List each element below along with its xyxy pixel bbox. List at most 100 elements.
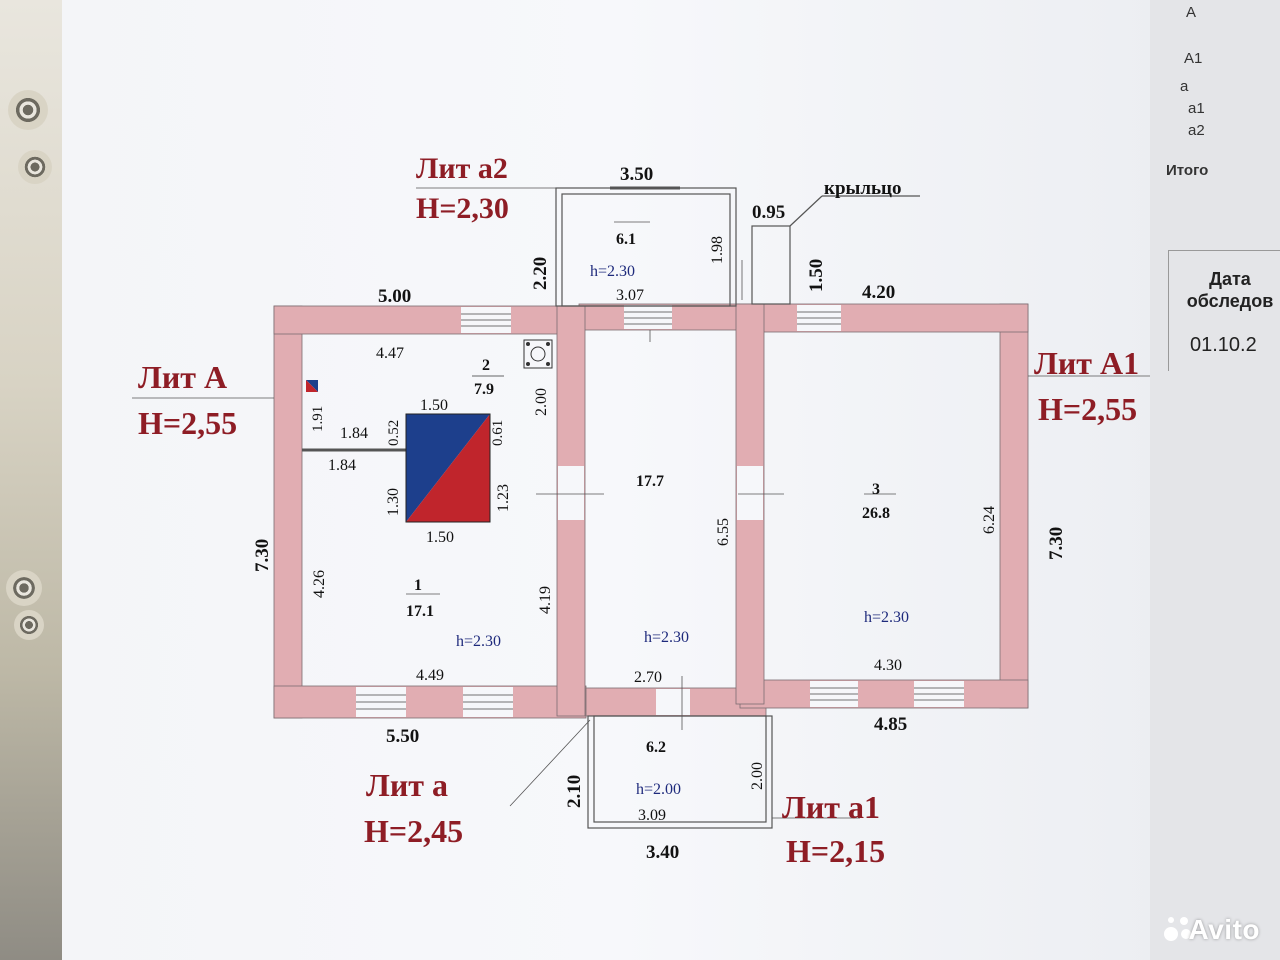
- room-61-width: 3.07: [616, 287, 644, 304]
- dimension-lines: [406, 221, 896, 730]
- stove-top-dim: 1.50: [420, 397, 448, 414]
- paper-sheet: [62, 0, 1172, 960]
- dim-right-A1: 7.30: [1046, 527, 1067, 560]
- cloth-flower: [6, 570, 42, 606]
- avito-logo-icon: [1164, 917, 1191, 941]
- lit-A-name: Лит А: [138, 359, 227, 395]
- date-cell: [1168, 250, 1280, 371]
- room-2-dim-184a: 1.84: [340, 425, 368, 442]
- stove-right-dim: 1.23: [495, 484, 512, 512]
- stove-bottom-dim: 1.50: [426, 529, 454, 546]
- room-3-height: h=2.30: [864, 609, 909, 626]
- cloth-flower: [14, 610, 44, 640]
- vent-icon: [306, 380, 318, 392]
- wall-bottom-A1: [739, 679, 1029, 709]
- veranda-a1: [587, 715, 773, 829]
- veranda-a1-inner: [593, 715, 767, 823]
- dim-left-a1: 2.10: [564, 775, 585, 808]
- side-row: а2: [1188, 122, 1205, 139]
- room-62-height: h=2.00: [636, 781, 681, 798]
- veranda-a1-outline: [587, 715, 773, 829]
- room-3-width: 4.30: [874, 657, 902, 674]
- leader-lines: [132, 187, 1150, 819]
- door-gap: [737, 466, 763, 520]
- date-value: 01.10.2: [1190, 334, 1257, 356]
- side-sheet: [1150, 0, 1280, 960]
- room-2-dim-191: 1.91: [310, 406, 326, 432]
- lit-a2-name: Лит а2: [416, 152, 508, 185]
- room-2-area: 7.9: [474, 381, 494, 398]
- room-2-dim-184b: 1.84: [328, 457, 356, 474]
- room-2-height-dim: 2.00: [533, 388, 550, 416]
- dim-bottom-A: 5.50: [386, 726, 419, 747]
- room-61-height-dim: 1.98: [709, 236, 726, 264]
- date-label: Дата обследов: [1186, 269, 1274, 311]
- room-1-height-left: 4.26: [311, 570, 328, 598]
- door-gap: [656, 689, 690, 715]
- room-62-area: 6.2: [646, 739, 666, 756]
- room-2-number: 2: [482, 357, 490, 374]
- room-1-area: 17.1: [406, 603, 434, 620]
- room-1-width: 4.49: [416, 667, 444, 684]
- room-2-width: 4.47: [376, 345, 404, 362]
- room-3-number: 3: [872, 481, 880, 498]
- dim-porch-depth: 1.50: [806, 259, 827, 292]
- lit-A-height: H=2,55: [138, 405, 237, 441]
- lit-a-name: Лит а: [366, 767, 448, 803]
- wall-bottom-A: [273, 685, 587, 719]
- room-62-height-dim: 2.00: [749, 762, 766, 790]
- lit-A1-height: H=2,55: [1038, 391, 1137, 427]
- dim-porch-width: 0.95: [752, 202, 785, 223]
- stove: [405, 413, 491, 523]
- dim-top-A: 5.00: [378, 286, 411, 307]
- room-2-dim-061: 0.61: [490, 420, 506, 446]
- lit-A1-name: Лит А1: [1034, 345, 1139, 381]
- lit-a1-name: Лит а1: [782, 789, 880, 825]
- window-marks: [356, 311, 964, 710]
- side-row: А: [1186, 4, 1197, 21]
- dim-bottom-A1: 4.85: [874, 714, 907, 735]
- lit-a1-height: H=2,15: [786, 833, 885, 869]
- side-row: А1: [1184, 50, 1203, 67]
- room-3-height-dim: 6.24: [981, 506, 998, 534]
- room-61-area: 6.1: [616, 231, 636, 248]
- cloth-flower: [18, 150, 52, 184]
- background-cloth: [0, 0, 70, 960]
- dim-left-a2: 2.20: [530, 257, 551, 290]
- dim-top-A1: 4.20: [862, 282, 895, 303]
- room-1-height: h=2.30: [456, 633, 501, 650]
- porch: [751, 195, 920, 305]
- room-62-width: 3.09: [638, 807, 666, 824]
- extension-a2: [555, 186, 737, 307]
- chimney-box: [523, 339, 553, 369]
- porch-label: крыльцо: [824, 178, 902, 199]
- side-total: Итого: [1166, 162, 1209, 179]
- window-gap: [624, 305, 672, 329]
- cloth-flower: [8, 90, 48, 130]
- side-row: а: [1180, 78, 1189, 95]
- room-177-width: 2.70: [634, 669, 662, 686]
- wall-top-A: [273, 305, 580, 335]
- lit-a2-height: H=2,30: [416, 192, 509, 225]
- room-177-height-dim: 6.55: [715, 518, 732, 546]
- room-2-dim-052: 0.52: [386, 420, 402, 446]
- stove-outline: [405, 413, 491, 523]
- room-3-area: 26.8: [862, 505, 890, 522]
- dim-top-a2: 3.50: [620, 164, 653, 185]
- stove-left-dim: 1.30: [385, 488, 402, 516]
- room-61-height: h=2.30: [590, 263, 635, 280]
- dim-bottom-a1: 3.40: [646, 842, 679, 863]
- wall-top-A1: [738, 303, 1029, 333]
- dim-left-A: 7.30: [252, 539, 273, 572]
- room-177-area: 17.7: [636, 473, 664, 490]
- avito-watermark: Avito: [1188, 914, 1260, 945]
- porch-outline: [751, 225, 791, 305]
- wall-left: [273, 305, 303, 719]
- room-177-height: h=2.30: [644, 629, 689, 646]
- door-gap: [558, 466, 584, 520]
- room-1-height-right: 4.19: [537, 586, 554, 614]
- side-row: а1: [1188, 100, 1205, 117]
- room-1-number: 1: [414, 577, 422, 594]
- extension-a2-inner: [561, 193, 731, 307]
